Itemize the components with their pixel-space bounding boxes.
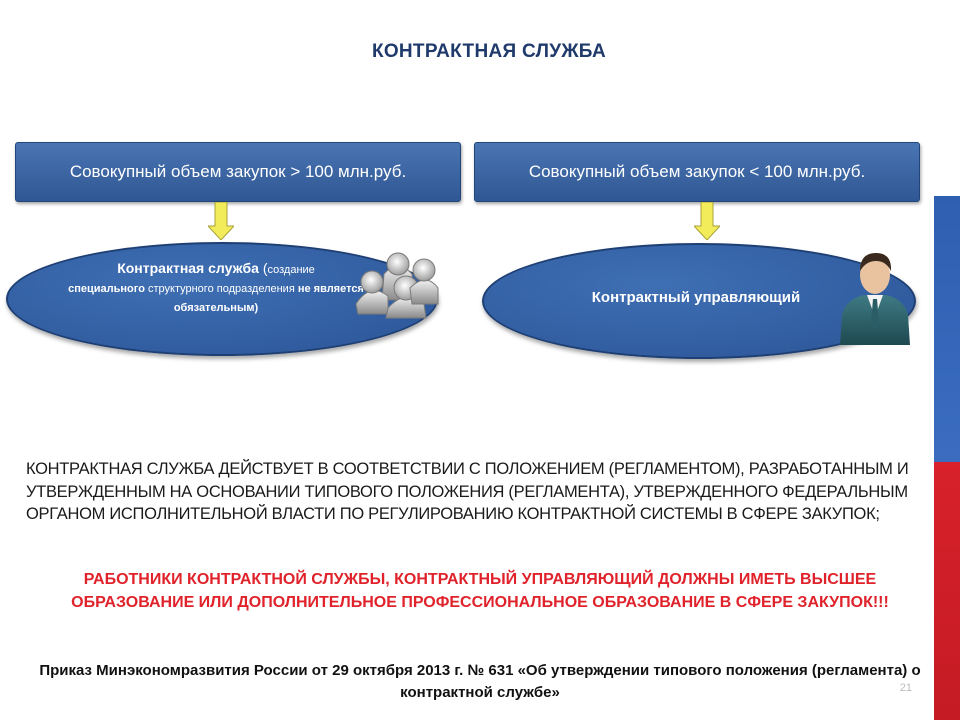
down-arrow-icon	[694, 202, 720, 240]
box-volume-under-100m: Совокупный объем закупок < 100 млн.руб.	[474, 142, 920, 202]
people-group-icon	[355, 252, 439, 319]
note-bold-special: специального	[68, 283, 145, 295]
slide-title: КОНТРАКТНАЯ СЛУЖБА	[371, 41, 607, 62]
note-part-2: структурного подразделения	[144, 283, 298, 295]
note-part-1: создание	[267, 264, 315, 276]
down-arrow-icon	[208, 202, 234, 240]
box-volume-over-100m: Совокупный объем закупок > 100 млн.руб.	[15, 142, 461, 202]
contract-service-heading: Контрактная служба	[117, 260, 259, 276]
qualification-requirement: РАБОТНИКИ КОНТРАКТНОЙ СЛУЖБЫ, КОНТРАКТНЫ…	[71, 571, 889, 611]
contract-service-label: Контрактная служба (создание специальног…	[60, 259, 372, 318]
russian-flag-stripe	[934, 0, 960, 720]
body-paragraph: КОНТРАКТНАЯ СЛУЖБА ДЕЙСТВУЕТ В СООТВЕТСТ…	[26, 460, 909, 523]
businessman-icon	[840, 253, 910, 345]
note-not-mandatory: не является обязательным)	[173, 283, 364, 314]
contract-manager-label: Контрактный управляющий	[591, 289, 801, 306]
page-number: 21	[899, 682, 912, 694]
order-reference: Приказ Минэкономразвития России от 29 ок…	[39, 662, 921, 701]
paren-open: (	[258, 260, 268, 276]
